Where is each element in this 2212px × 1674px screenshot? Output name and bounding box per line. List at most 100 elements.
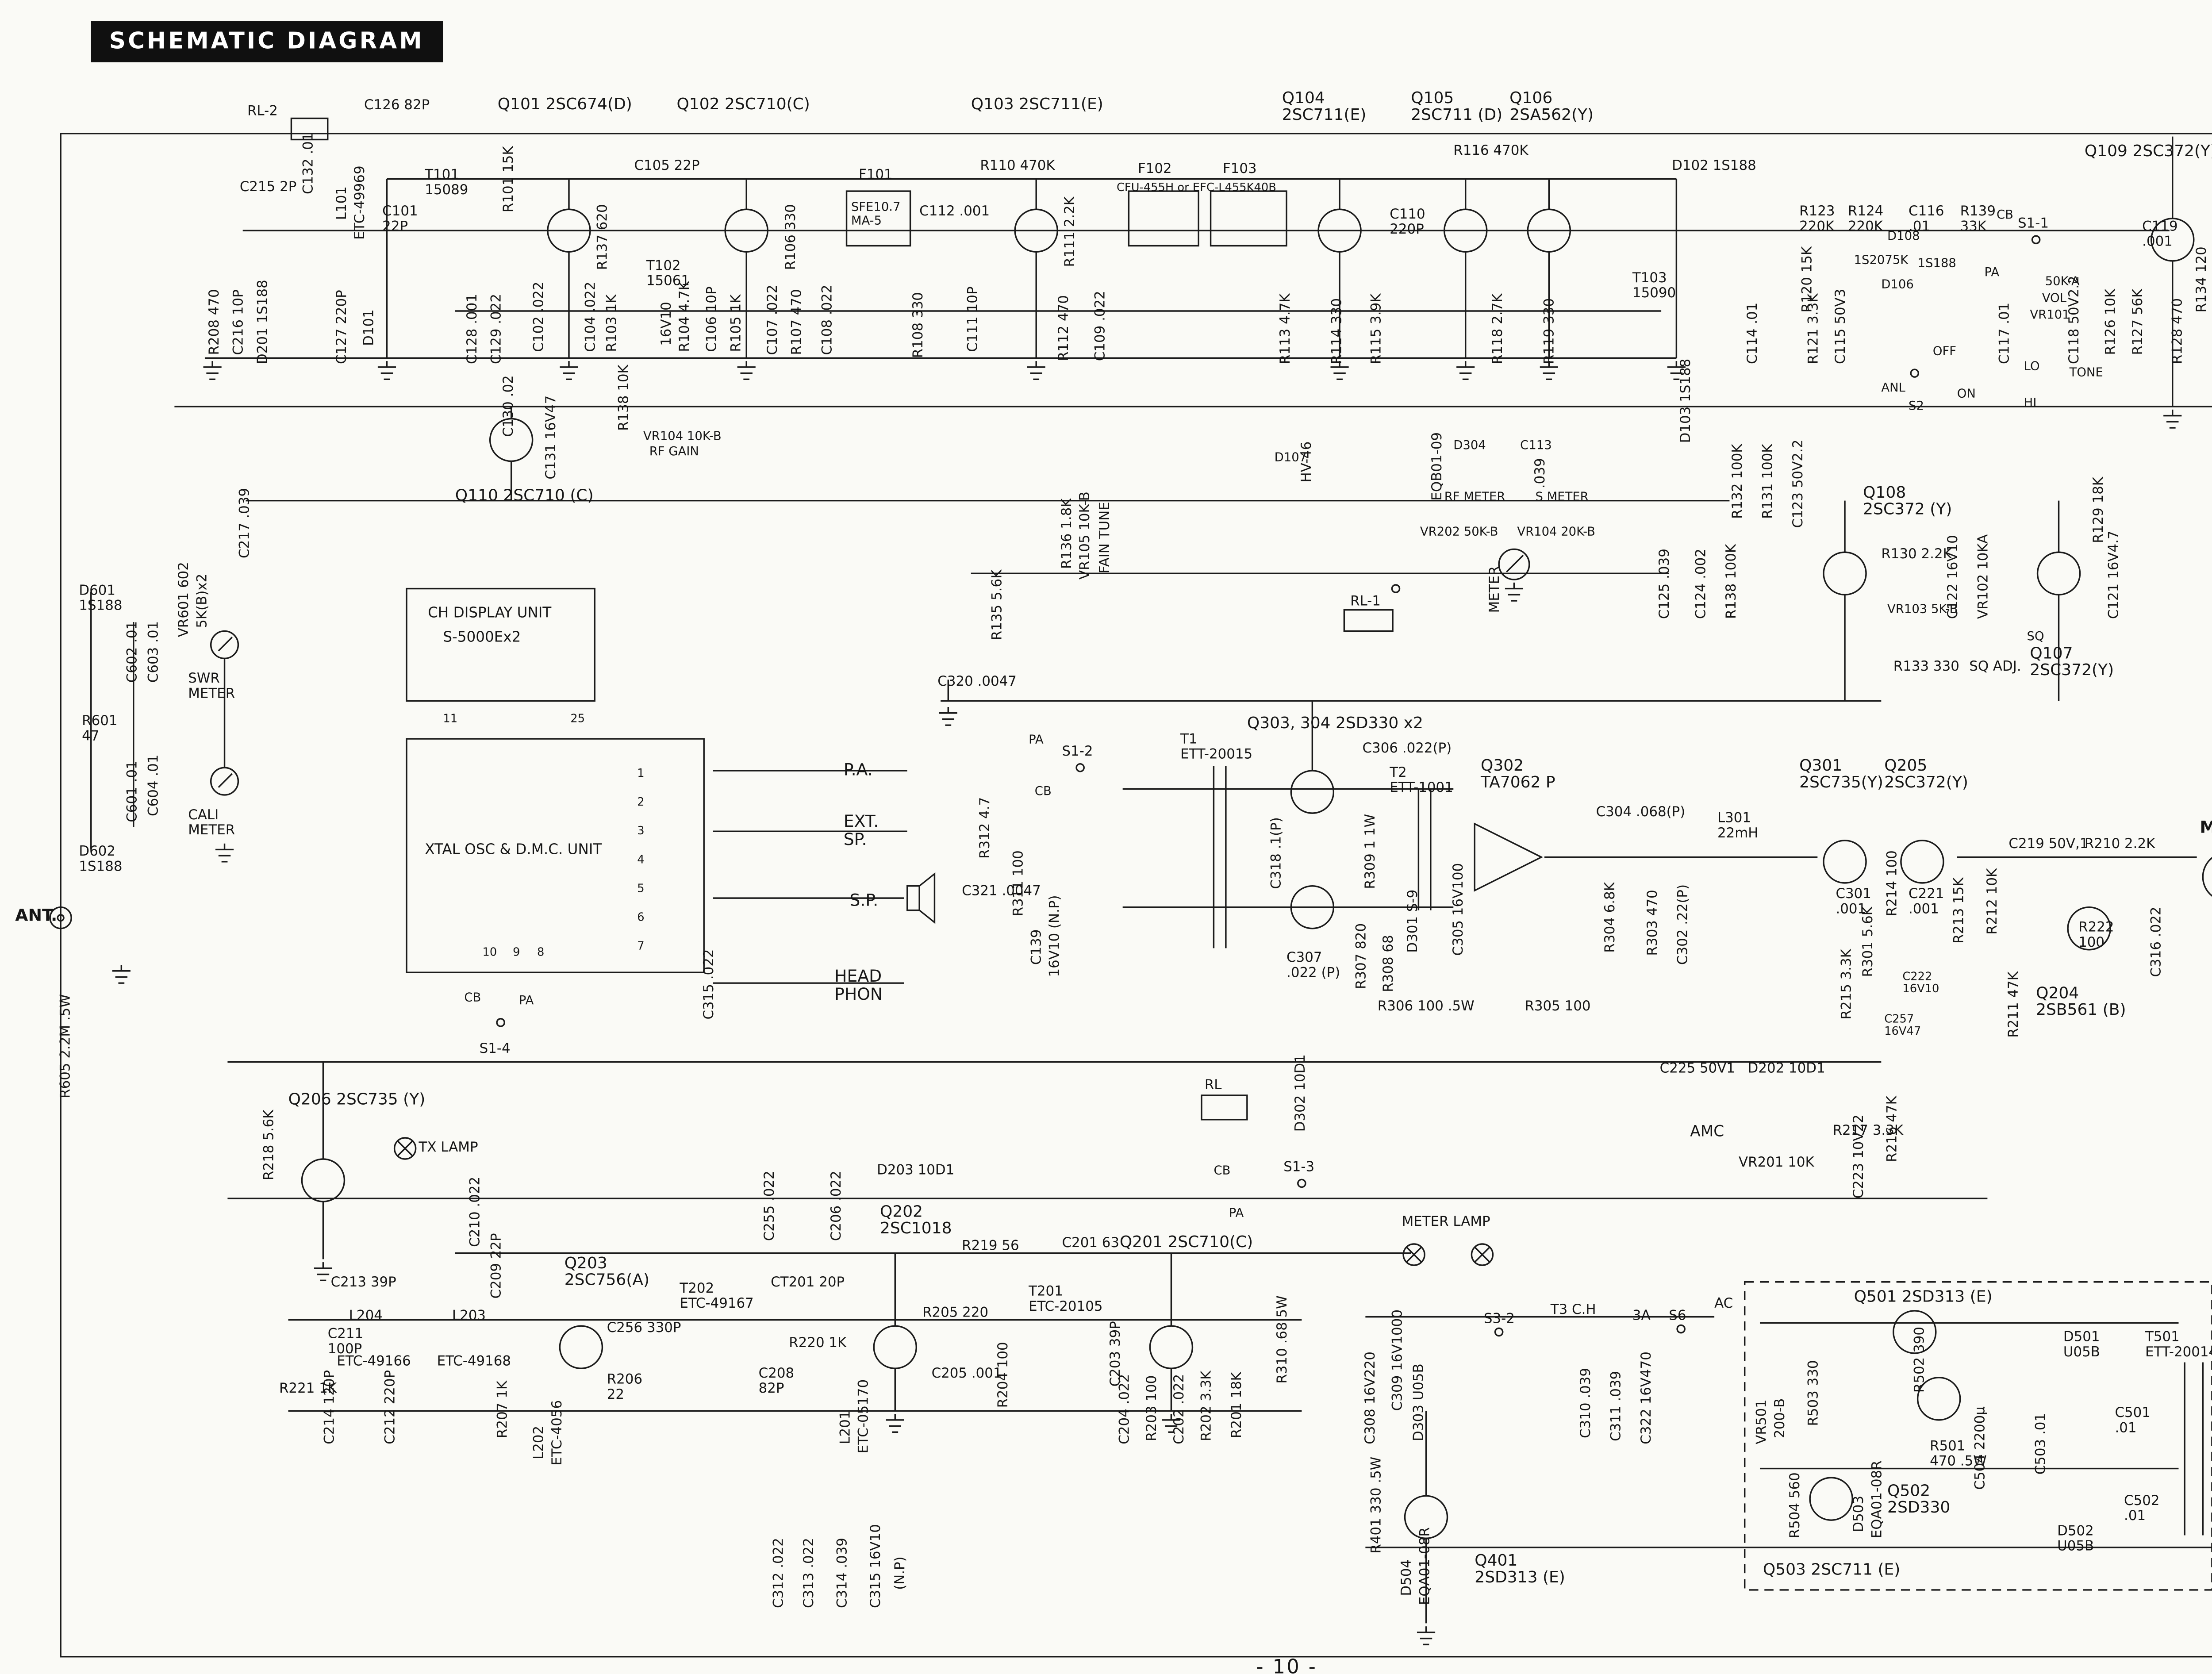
component-label: Q106 2SA562(Y)	[1509, 89, 1594, 125]
component-label: L301 22mH	[1717, 811, 1759, 842]
component-label: MIC.	[2200, 819, 2212, 837]
page-title: SCHEMATIC DIAGRAM	[91, 21, 442, 62]
component-label: D302 10D1	[1294, 1054, 1310, 1132]
component-label: VOL	[2042, 291, 2067, 305]
component-label: RL	[1204, 1079, 1222, 1094]
component-label: R108 330	[912, 292, 927, 358]
component-label: Q109 2SC372(Y)	[2084, 142, 2212, 161]
component-label: R207 1K	[496, 1380, 511, 1438]
component-label: R103 1K	[605, 294, 621, 352]
component-label: ANL	[1881, 380, 1905, 395]
component-label: CB	[464, 991, 481, 1005]
component-label: C304 .068(P)	[1596, 805, 1686, 821]
component-label: C322 16V470	[1640, 1351, 1655, 1444]
component-label: L203	[452, 1309, 486, 1325]
component-label: C217 .039	[238, 488, 253, 558]
component-label: R204 100	[997, 1342, 1012, 1408]
component-label: T1 ETT-20015	[1180, 733, 1253, 763]
component-label: R118 2.7K	[1491, 293, 1507, 365]
component-label: R220 1K	[789, 1336, 847, 1352]
component-label: D203 10D1	[877, 1163, 955, 1179]
component-label: R121 3.3K	[1807, 293, 1822, 365]
component-label: D108	[1887, 229, 1920, 243]
component-label: C106 10P	[705, 286, 721, 352]
component-label: C306 .022(P)	[1362, 741, 1452, 757]
component-label: R111 2.2K	[1063, 196, 1079, 267]
component-label: D103 1S188	[1679, 358, 1695, 443]
component-label: PA	[1029, 733, 1044, 747]
component-label: C211 100P	[327, 1327, 364, 1358]
component-label: C222 16V10	[1902, 969, 1939, 995]
component-label: C301 .001	[1836, 887, 1871, 918]
component-label: R312 4.7	[978, 797, 994, 859]
component-label: R212 10K	[1985, 868, 2001, 935]
component-label: C503 .01	[2034, 1413, 2050, 1475]
component-label: C121 16V4.7	[2107, 530, 2123, 619]
component-label: C311 .039	[1609, 1371, 1625, 1441]
component-label: Q204 2SB561 (B)	[2036, 984, 2126, 1020]
component-label: 50K-A	[2045, 274, 2080, 288]
component-label: RL-1	[1350, 595, 1381, 610]
component-label: C603 .01	[147, 621, 162, 683]
component-label: R211 47K	[2007, 971, 2023, 1038]
component-label: C126 82P	[364, 98, 430, 114]
component-label: OFF	[1932, 344, 1957, 358]
component-label: R201 18K	[1230, 1372, 1246, 1438]
component-label: 9	[513, 945, 520, 959]
component-label: C216 10P	[232, 289, 247, 355]
component-label: LO	[2024, 359, 2040, 373]
component-label: R401 330 .5W	[1370, 1456, 1385, 1554]
component-label: VR104 10K-B	[643, 429, 722, 443]
component-label: R210 2.2K	[2084, 837, 2155, 853]
component-label: C302 .22(P)	[1676, 884, 1692, 965]
component-label: VR501	[1755, 1399, 1770, 1444]
component-label: C114 .01	[1746, 302, 1762, 365]
component-label: R127 56K	[2131, 288, 2147, 355]
component-label: R309 1 1W	[1363, 814, 1379, 889]
component-label: PA	[518, 994, 534, 1008]
component-label: C307 .022 (P)	[1286, 951, 1340, 981]
component-label: EQA01-08R	[1870, 1460, 1886, 1539]
component-label: D502 U05B	[2057, 1524, 2094, 1555]
component-label: D102 1S188	[1672, 159, 1756, 175]
component-label: C313 .022	[803, 1538, 818, 1609]
component-label: C308 16V220	[1363, 1351, 1379, 1444]
component-label: C315 16V10	[869, 1524, 885, 1609]
component-label: R301 5.6K	[1861, 906, 1877, 977]
component-label: CB	[1034, 784, 1052, 798]
component-label: VR105 10K-B	[1079, 491, 1094, 580]
component-label: R601 47	[82, 714, 118, 745]
component-label: R214 100	[1886, 850, 1901, 917]
component-label: R133 330	[1893, 660, 1959, 676]
component-label: Q503 2SC711 (E)	[1763, 1561, 1901, 1579]
component-label: C504 2200µ	[1974, 1406, 1989, 1490]
component-label: R112 470	[1057, 295, 1073, 361]
component-label: R222 100	[2078, 921, 2114, 951]
component-label: AC	[1714, 1297, 1733, 1313]
component-label: R304 6.8K	[1603, 882, 1619, 953]
component-label: Q205 2SC372(Y)	[1884, 757, 1968, 793]
component-label: CFU-455H or EFC-L455K40B	[1116, 180, 1276, 194]
component-label: 2	[637, 795, 645, 809]
component-label: S METER	[1535, 490, 1589, 504]
component-label: C108 .022	[821, 284, 836, 355]
component-label: 5K(B)x2	[196, 573, 211, 628]
component-label: Q201 2SC710(C)	[1119, 1233, 1253, 1252]
component-label: C223 10V22	[1852, 1114, 1868, 1199]
component-label: C312 .022	[772, 1538, 787, 1609]
component-label: S6	[1669, 1309, 1686, 1325]
component-label: SWR METER	[188, 672, 235, 702]
component-label: S1-2	[1062, 745, 1093, 760]
component-label: C315 .022	[702, 949, 718, 1020]
component-label: CB	[1996, 207, 2013, 222]
component-label: C111 10P	[966, 286, 982, 352]
component-label: 16V10 (N.P)	[1048, 895, 1064, 977]
component-label: S1-4	[479, 1042, 511, 1058]
component-label: SFE10.7 MA-5	[851, 200, 901, 227]
component-label: R202 3.3K	[1200, 1371, 1215, 1441]
component-label: R135 5.6K	[991, 569, 1006, 641]
component-label: T2 ETT-1001	[1390, 766, 1453, 796]
component-label: VR202 50K-B	[1420, 525, 1498, 539]
component-label: R206 22	[607, 1373, 643, 1403]
